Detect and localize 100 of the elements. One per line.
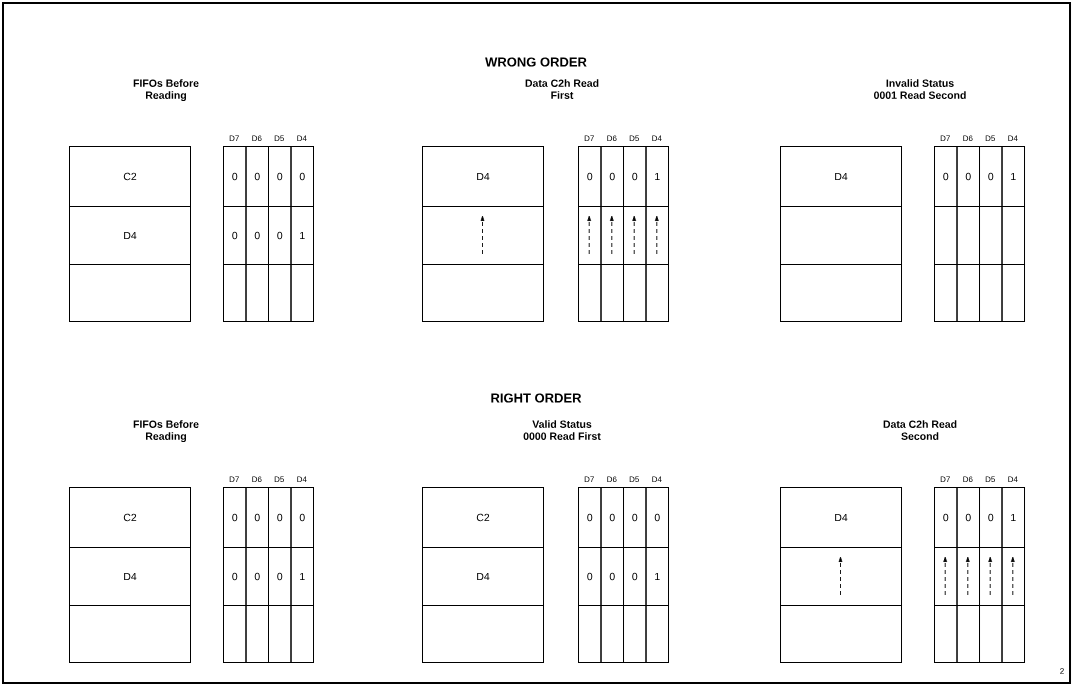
fifo-bit-cell: 0 (223, 146, 247, 207)
fifo-bit-cell: 1 (290, 547, 314, 606)
fifo-bit-cell: 0 (956, 146, 980, 207)
column-header: D5 (629, 476, 639, 483)
fifo-bit-cell: 0 (600, 547, 624, 606)
column-header: D7 (229, 476, 239, 482)
fifo-byte-cell: D4 (69, 206, 191, 265)
fifo-bit-cell: 0 (245, 206, 269, 265)
fifo-byte-cell (422, 264, 544, 322)
fifo-bit-cell (645, 206, 669, 265)
fifo-bit-cell: 1 (1001, 487, 1025, 548)
column-header: D4 (297, 135, 307, 141)
fifo-bit-cell (600, 206, 624, 265)
fifo-byte-cell (422, 605, 544, 663)
section-title: RIGHT ORDER (491, 393, 582, 403)
fifo-bit-cell (623, 264, 647, 322)
fifo-bit-cell: 0 (600, 487, 624, 548)
column-header: D7 (584, 476, 594, 482)
fifo-bit-cell: 0 (268, 487, 292, 548)
fifo-bit-cell (223, 264, 247, 322)
fifo-bit-cell (934, 547, 958, 606)
fifo-bit-cell: 0 (245, 146, 269, 207)
fifo-bit-cell (1001, 605, 1025, 663)
column-header: D6 (963, 135, 973, 142)
fifo-bit-cell (578, 605, 602, 663)
fifo-bit-cell (290, 264, 314, 322)
fifo-bit-cell: 0 (645, 487, 669, 548)
fifo-byte-cell: C2 (69, 487, 191, 548)
column-header: D7 (584, 135, 594, 141)
panel-heading: Invalid Status 0001 Read Second (874, 79, 966, 99)
fifo-bit-cell (645, 264, 669, 322)
fifo-bit-cell (934, 264, 958, 322)
fifo-bit-cell: 0 (268, 146, 292, 207)
fifo-bit-cell: 0 (979, 146, 1003, 207)
fifo-bit-cell: 0 (623, 146, 647, 207)
fifo-bit-cell: 0 (934, 487, 958, 548)
column-header: D5 (274, 476, 284, 483)
fifo-bit-cell: 0 (934, 146, 958, 207)
fifo-bit-cell (956, 547, 980, 606)
fifo-bit-cell (979, 264, 1003, 322)
fifo-bit-cell: 0 (956, 487, 980, 548)
fifo-bit-cell: 0 (600, 146, 624, 207)
column-header: D4 (1008, 135, 1018, 141)
fifo-bit-cell (645, 605, 669, 663)
fifo-bit-cell (578, 206, 602, 265)
fifo-byte-cell (780, 605, 902, 663)
fifo-bit-cell (623, 206, 647, 265)
fifo-bit-cell (290, 605, 314, 663)
panel-heading: FIFOs Before Reading (133, 420, 199, 443)
fifo-bit-cell: 0 (268, 547, 292, 606)
fifo-byte-cell: D4 (422, 547, 544, 606)
column-header: D5 (629, 135, 639, 142)
column-header: D7 (940, 135, 950, 141)
fifo-byte-cell (780, 264, 902, 322)
fifo-bit-cell: 0 (578, 547, 602, 606)
fifo-byte-cell (422, 206, 544, 265)
fifo-byte-cell (780, 206, 902, 265)
fifo-bit-cell (956, 264, 980, 322)
panel-heading: Data C2h Read First (525, 79, 599, 99)
fifo-bit-cell (245, 605, 269, 663)
fifo-bit-cell (934, 605, 958, 663)
fifo-bit-cell: 0 (979, 487, 1003, 548)
column-header: D6 (607, 135, 617, 142)
column-header: D6 (607, 476, 617, 483)
fifo-bit-cell (1001, 264, 1025, 322)
fifo-bit-cell: 0 (268, 206, 292, 265)
fifo-bit-cell: 0 (578, 487, 602, 548)
column-header: D7 (229, 135, 239, 141)
column-header: D5 (985, 135, 995, 142)
fifo-bit-cell (223, 605, 247, 663)
column-header: D6 (963, 476, 973, 483)
fifo-byte-cell: C2 (422, 487, 544, 548)
fifo-bit-cell (600, 264, 624, 322)
panel-heading: FIFOs Before Reading (133, 79, 199, 102)
column-header: D4 (652, 135, 662, 141)
fifo-byte-cell (69, 605, 191, 663)
column-header: D7 (940, 476, 950, 482)
fifo-bit-cell (979, 605, 1003, 663)
column-header: D5 (274, 135, 284, 142)
column-header: D4 (1008, 476, 1018, 482)
fifo-bit-cell (934, 206, 958, 265)
fifo-bit-cell: 0 (245, 547, 269, 606)
figure-number: 2 (1060, 668, 1064, 674)
fifo-bit-cell (578, 264, 602, 322)
fifo-bit-cell (979, 547, 1003, 606)
fifo-byte-cell (69, 264, 191, 322)
fifo-bit-cell (1001, 206, 1025, 265)
fifo-byte-cell: D4 (780, 487, 902, 548)
fifo-bit-cell (956, 206, 980, 265)
fifo-bit-cell: 0 (290, 146, 314, 207)
fifo-bit-cell: 0 (623, 487, 647, 548)
fifo-bit-cell (268, 264, 292, 322)
fifo-byte-cell: D4 (422, 146, 544, 207)
fifo-bit-cell: 0 (623, 547, 647, 606)
fifo-bit-cell: 0 (290, 487, 314, 548)
fifo-bit-cell (956, 605, 980, 663)
column-header: D4 (297, 476, 307, 482)
fifo-byte-cell: D4 (780, 146, 902, 207)
fifo-bit-cell: 0 (578, 146, 602, 207)
panel-heading: Data C2h Read Second (883, 420, 957, 440)
